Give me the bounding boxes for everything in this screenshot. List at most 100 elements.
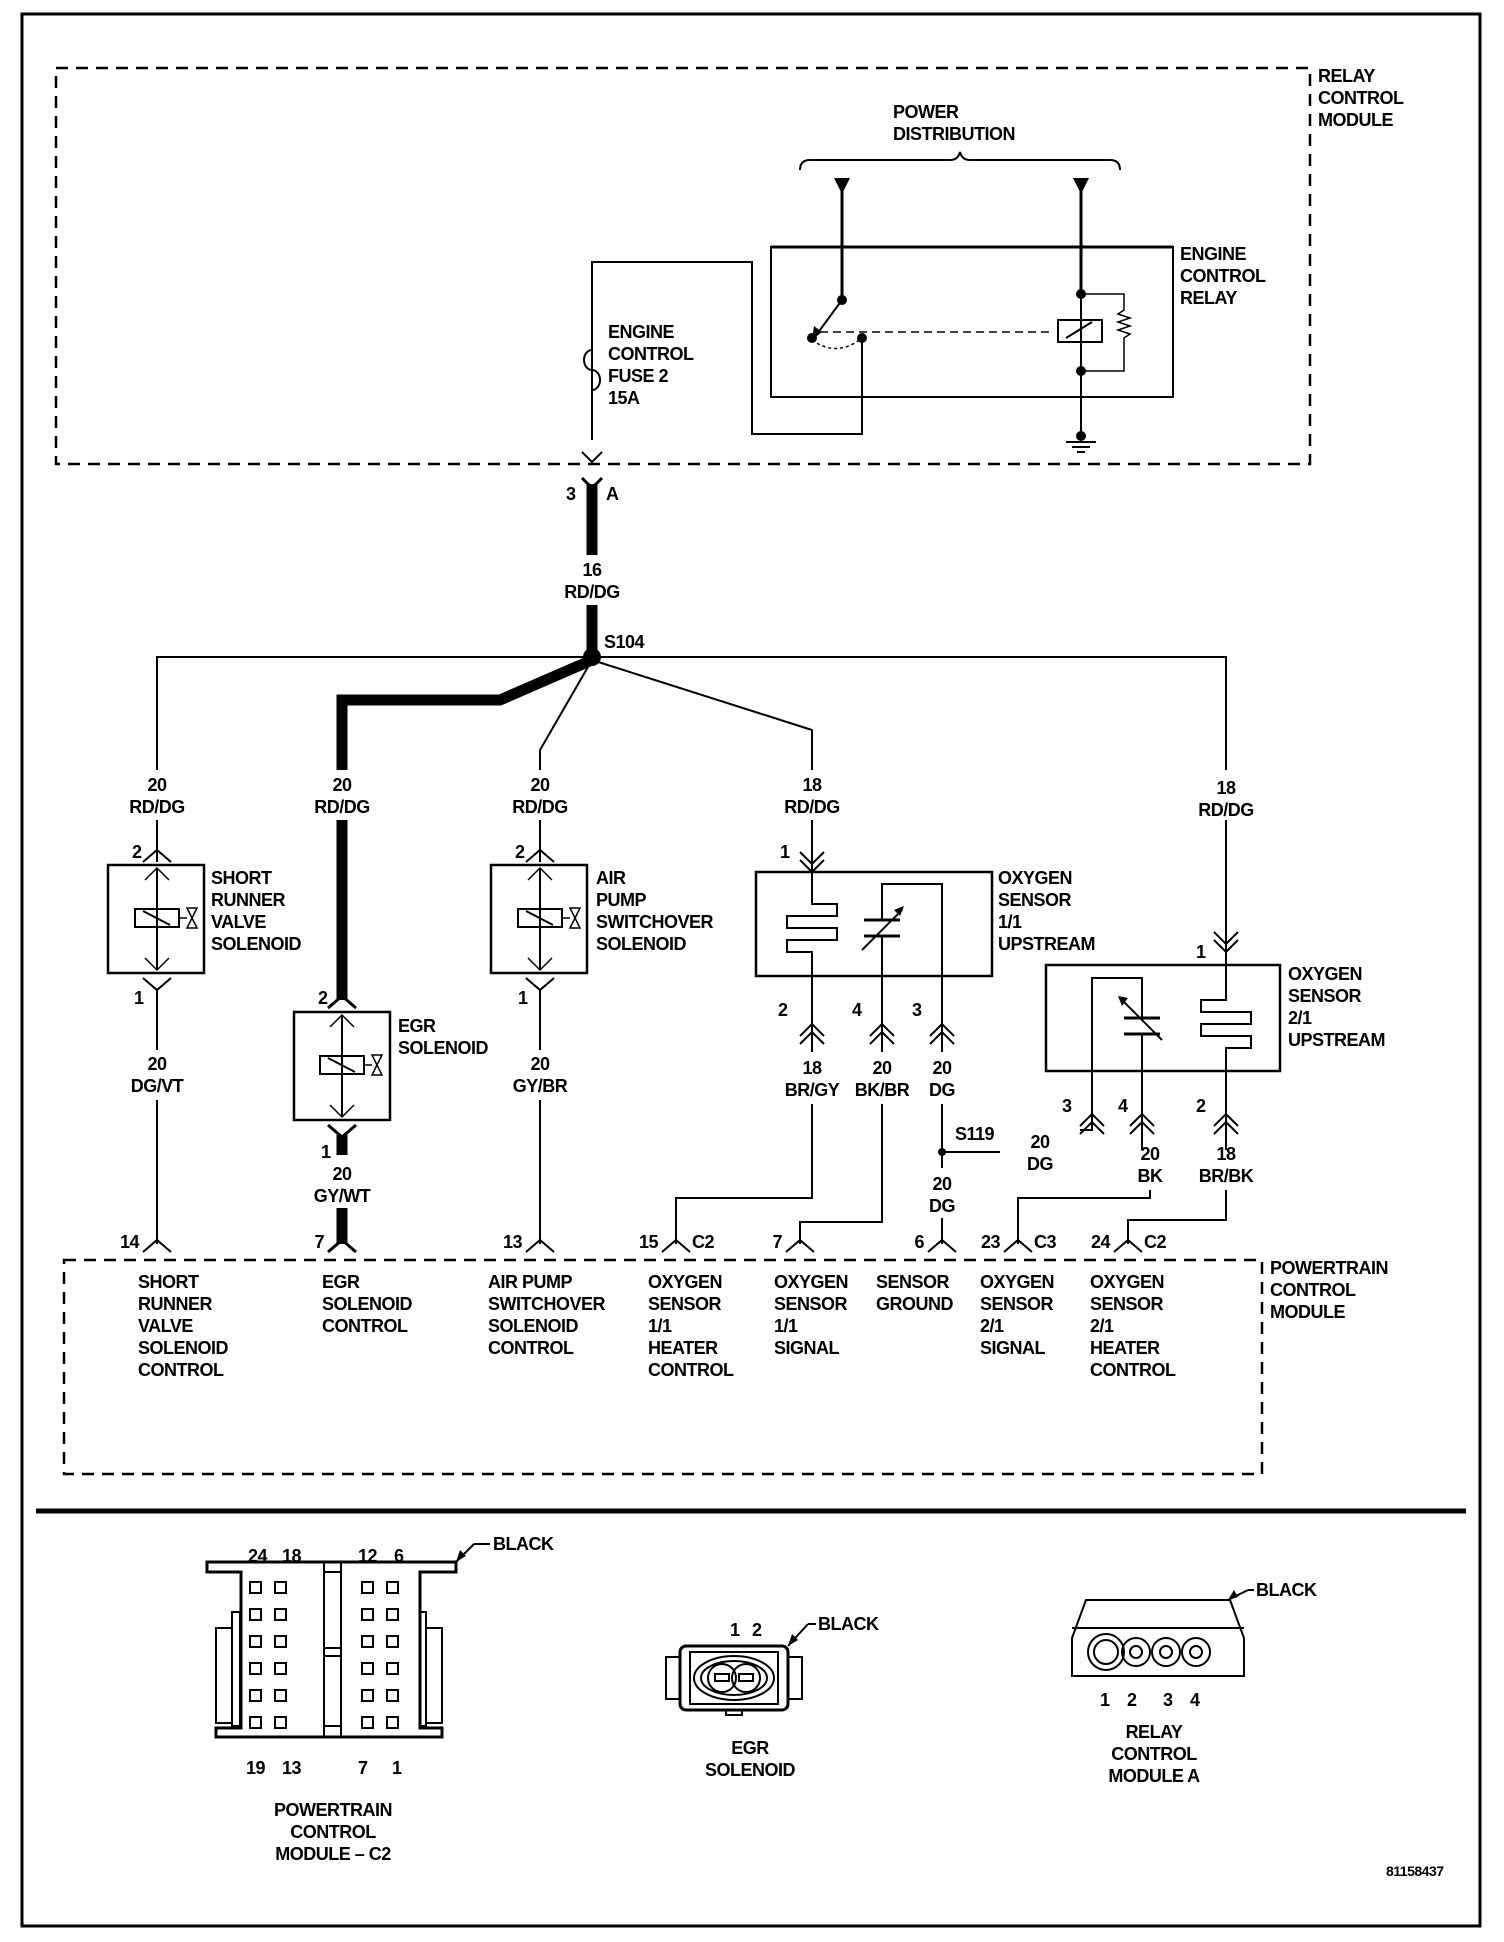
label-line: MODULE A	[1108, 1766, 1200, 1786]
pin-cavity	[361, 1608, 374, 1621]
splice-label: S104	[604, 632, 645, 652]
connector-icon	[142, 848, 172, 863]
label-line: MODULE	[1318, 110, 1393, 130]
fuse-label: ENGINE CONTROL FUSE 2 15A	[608, 322, 694, 408]
label-line: RUNNER	[211, 890, 286, 910]
connector-view-egr: 1 2 BLACK EGR SOLENOID	[665, 1614, 879, 1780]
pin-cavity	[386, 1581, 399, 1594]
pin-cavity-grid	[249, 1581, 399, 1729]
wire-color: RD/DG	[784, 797, 840, 817]
label-line: SOLENOID	[211, 934, 302, 954]
pin-number: 3	[912, 1000, 922, 1020]
pin-number: 6	[394, 1546, 404, 1566]
branch-wire-air-pump	[539, 659, 593, 770]
label-line: RELAY	[1180, 288, 1237, 308]
pcm-pin-function: OXYGEN	[1090, 1272, 1164, 1292]
relay-coil-icon	[1057, 319, 1103, 343]
wire-color: BK/BR	[855, 1080, 910, 1100]
connector-view-pcm-c2: 24 18 12 6 19 13 7 1 BLACK POWERTRAIN CO…	[205, 1534, 554, 1864]
pin-number: 1	[1196, 942, 1206, 962]
label-line: SHORT	[211, 868, 272, 888]
connector-icon	[142, 1238, 172, 1253]
wire-gauge: 18	[802, 1058, 822, 1078]
pin-number: 2	[1196, 1096, 1206, 1116]
label-line: SOLENOID	[705, 1760, 796, 1780]
pin-number: 1	[730, 1620, 740, 1640]
pin-cavity	[386, 1662, 399, 1675]
pcm-pin-function: 1/1	[774, 1316, 798, 1336]
pin-cavity	[274, 1716, 287, 1729]
connector-icon	[1213, 931, 1239, 954]
pin-cavity	[386, 1716, 399, 1729]
pcm-pin-function: 2/1	[1090, 1316, 1114, 1336]
pin-number: 7	[772, 1232, 782, 1252]
pin-cavity	[274, 1662, 287, 1675]
fuse-icon	[583, 349, 601, 391]
label-line: MODULE – C2	[275, 1844, 391, 1864]
branch-labels: 20 RD/DG 20 RD/DG 20 RD/DG 18 RD/DG 18 R…	[129, 775, 1254, 820]
connector-icon	[327, 1238, 357, 1254]
pin-number: 2	[318, 988, 328, 1008]
label-line: EGR	[731, 1738, 769, 1758]
engine-control-relay-box	[770, 246, 1174, 398]
pin-cavity	[1181, 1637, 1211, 1667]
label-line: CONTROL	[1318, 88, 1404, 108]
wire-color: GY/BR	[513, 1076, 568, 1096]
wire-gauge: 20	[147, 775, 167, 795]
wire-color: RD/DG	[564, 582, 620, 602]
connector-icon	[525, 977, 555, 992]
pin-cavity	[386, 1608, 399, 1621]
pin-number: 1	[518, 988, 528, 1008]
pin-number: 6	[914, 1232, 924, 1252]
valve-icon	[370, 1054, 384, 1076]
label-line: CONTROL	[1180, 266, 1266, 286]
wire-color: RD/DG	[512, 797, 568, 817]
pin-number: 7	[358, 1758, 368, 1778]
pin-cavity	[1087, 1633, 1125, 1671]
branch-wire-o2-11	[591, 659, 813, 770]
label-line: OXYGEN	[998, 868, 1072, 888]
pin-cavity	[1121, 1637, 1151, 1667]
pcm-pin-function: SENSOR	[648, 1294, 722, 1314]
wire-color: BR/GY	[785, 1080, 840, 1100]
heater-element-icon	[786, 872, 838, 976]
branch-wire-short-runner	[156, 656, 592, 770]
wire-color: RD/DG	[314, 797, 370, 817]
pin-number: 1	[780, 842, 790, 862]
connector-icon	[785, 1238, 815, 1253]
wire-gauge: 20	[1030, 1132, 1050, 1152]
connector-icon	[525, 848, 555, 863]
label-line: CONTROL	[1270, 1280, 1356, 1300]
label-line: OXYGEN	[1288, 964, 1362, 984]
connector-id: A	[606, 484, 619, 504]
pcm-pin-function: SOLENOID	[138, 1338, 229, 1358]
label-line: CONTROL	[290, 1822, 376, 1842]
pin-number: 2	[1127, 1690, 1137, 1710]
connector-icon	[1079, 1112, 1105, 1135]
pin-number: 2	[778, 1000, 788, 1020]
pcm-pin-function: CONTROL	[648, 1360, 734, 1380]
pin-cavity	[249, 1716, 262, 1729]
wire-gauge: 20	[932, 1174, 952, 1194]
pin-cavity-row	[1087, 1633, 1211, 1671]
power-distribution-brace	[799, 151, 1121, 171]
label-line: CONTROL	[1111, 1744, 1197, 1764]
pin-number: 4	[1190, 1690, 1200, 1710]
egr-solenoid: 2 EGR SOLENOID 1 20 GY/WT	[292, 820, 489, 1244]
wire-color: BR/BK	[1199, 1166, 1254, 1186]
label-line: VALVE	[211, 912, 266, 932]
color-label: BLACK	[493, 1534, 554, 1554]
pcm-pin-function: HEATER	[1090, 1338, 1160, 1358]
branch-wire-egr	[336, 654, 595, 770]
wire-color: GY/WT	[314, 1186, 371, 1206]
wire-gauge: 20	[332, 775, 352, 795]
label-line: DISTRIBUTION	[893, 124, 1015, 144]
connector-icon	[799, 1022, 825, 1045]
label-line: SENSOR	[998, 890, 1072, 910]
pcm-pin-function: RUNNER	[138, 1294, 213, 1314]
wire-color: DG	[929, 1196, 955, 1216]
